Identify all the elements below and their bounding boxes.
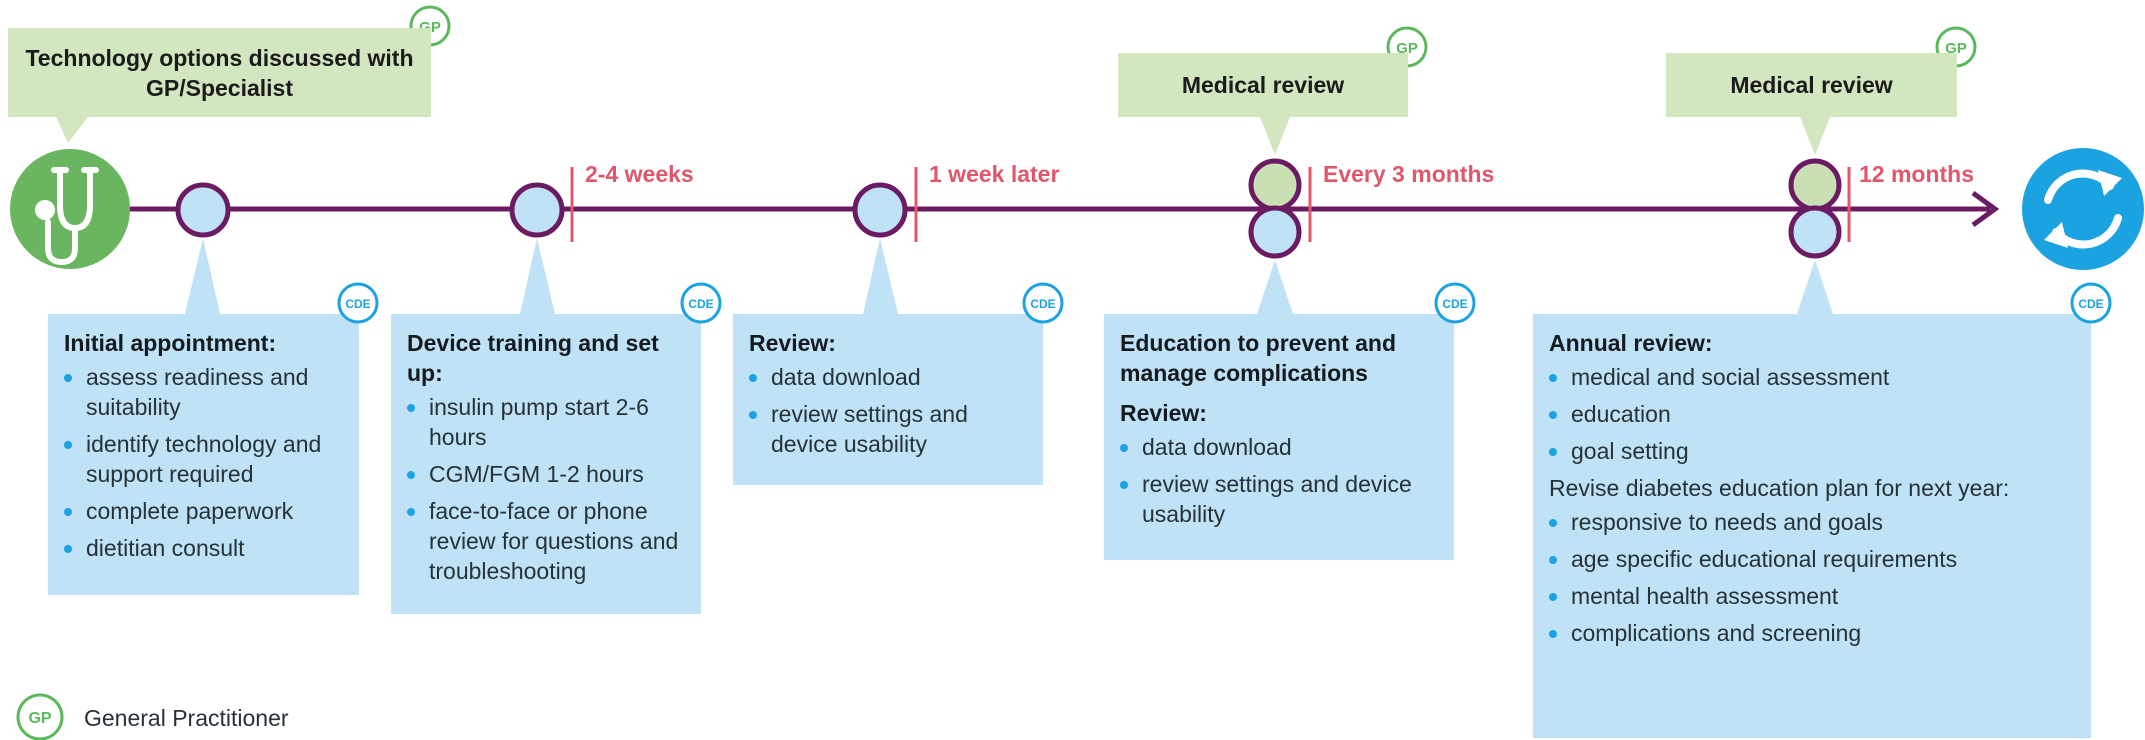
list-item: assess readiness and suitability <box>64 362 343 422</box>
box-pointer-review <box>863 238 898 314</box>
initial-appointment-box: Initial appointment: assess readiness an… <box>48 314 359 595</box>
list-item: data download <box>749 362 1027 392</box>
gp-legend-label: General Practitioner <box>84 705 289 731</box>
end-circle <box>2022 148 2144 270</box>
interval-label-12-months: 12 months <box>1859 161 1975 187</box>
node-device <box>509 182 565 238</box>
box-pointer-initial <box>185 238 220 314</box>
review-box: Review: data download review settings an… <box>733 314 1043 485</box>
box-title: Education to prevent and manage complica… <box>1120 330 1397 386</box>
svg-text:GP: GP <box>28 710 51 727</box>
node-annual <box>1788 205 1842 259</box>
stethoscope-icon <box>35 167 99 266</box>
list-item: age specific educational requirements <box>1549 544 2075 574</box>
box-pointer-annual <box>1797 260 1833 314</box>
cycle-arrow-head-bottom <box>2044 222 2068 248</box>
box-list: medical and social assessment education … <box>1549 362 2075 466</box>
annual-review-box: Annual review: medical and social assess… <box>1533 314 2091 738</box>
medical-review-callout-2: Medical review <box>1666 53 1957 117</box>
box-pointer-device <box>520 238 555 314</box>
interval-label-every-3-months: Every 3 months <box>1323 161 1495 187</box>
box-list-2: responsive to needs and goals age specif… <box>1549 507 2075 648</box>
list-item: review settings and device usability <box>749 399 1027 459</box>
svg-text:GP: GP <box>1396 40 1418 57</box>
list-item: face-to-face or phone review for questio… <box>407 496 685 586</box>
box-pointer-education <box>1257 260 1293 314</box>
box-list: insulin pump start 2-6 hours CGM/FGM 1-2… <box>407 392 685 586</box>
node-medical-review-1 <box>1248 158 1302 212</box>
medical-review-callout-text: Medical review <box>1181 72 1345 98</box>
list-item: goal setting <box>1549 436 2075 466</box>
box-subtitle: Review: <box>1120 400 1207 426</box>
technology-callout: Technology options discussed with GP/Spe… <box>8 28 431 117</box>
medical-review-callout-1: Medical review <box>1118 53 1408 117</box>
box-title: Initial appointment: <box>64 330 277 356</box>
technology-callout-text: Technology options discussed with GP/Spe… <box>25 44 414 101</box>
svg-text:GP: GP <box>1945 40 1967 57</box>
interval-label-1-week-later: 1 week later <box>929 161 1060 187</box>
box-title: Device training and set up: <box>407 330 659 386</box>
interval-label-2-4-weeks: 2-4 weeks <box>585 161 694 187</box>
node-review <box>852 182 908 238</box>
medical-review-callout-text: Medical review <box>1730 72 1893 98</box>
list-item: medical and social assessment <box>1549 362 2075 392</box>
list-item: mental health assessment <box>1549 581 2075 611</box>
box-list: data download review settings and device… <box>749 362 1027 459</box>
list-item: responsive to needs and goals <box>1549 507 2075 537</box>
box-title: Annual review: <box>1549 330 1713 356</box>
gp-legend-badge: GP <box>16 693 64 740</box>
timeline-arrowhead <box>1971 190 2000 228</box>
list-item: education <box>1549 399 2075 429</box>
box-paragraph: Revise diabetes education plan for next … <box>1549 475 2010 501</box>
callout-pointer-technology <box>56 117 88 143</box>
node-initial <box>175 182 231 238</box>
list-item: complete paperwork <box>64 496 343 526</box>
cycle-arrow-head-top <box>2098 170 2122 196</box>
callout-pointer-review-2 <box>1800 117 1830 155</box>
education-box: Education to prevent and manage complica… <box>1104 314 1454 560</box>
callout-pointer-review-1 <box>1260 117 1290 155</box>
device-training-box: Device training and set up: insulin pump… <box>391 314 701 614</box>
node-medical-review-2 <box>1788 158 1842 212</box>
node-education <box>1248 205 1302 259</box>
list-item: data download <box>1120 432 1438 462</box>
list-item: review settings and device usability <box>1120 469 1438 529</box>
box-title: Review: <box>749 330 836 356</box>
box-list: data download review settings and device… <box>1120 432 1438 529</box>
list-item: identify technology and support required <box>64 429 343 489</box>
list-item: insulin pump start 2-6 hours <box>407 392 685 452</box>
list-item: complications and screening <box>1549 618 2075 648</box>
list-item: dietitian consult <box>64 533 343 563</box>
box-list: assess readiness and suitability identif… <box>64 362 343 563</box>
list-item: CGM/FGM 1-2 hours <box>407 459 685 489</box>
start-circle <box>10 149 130 269</box>
